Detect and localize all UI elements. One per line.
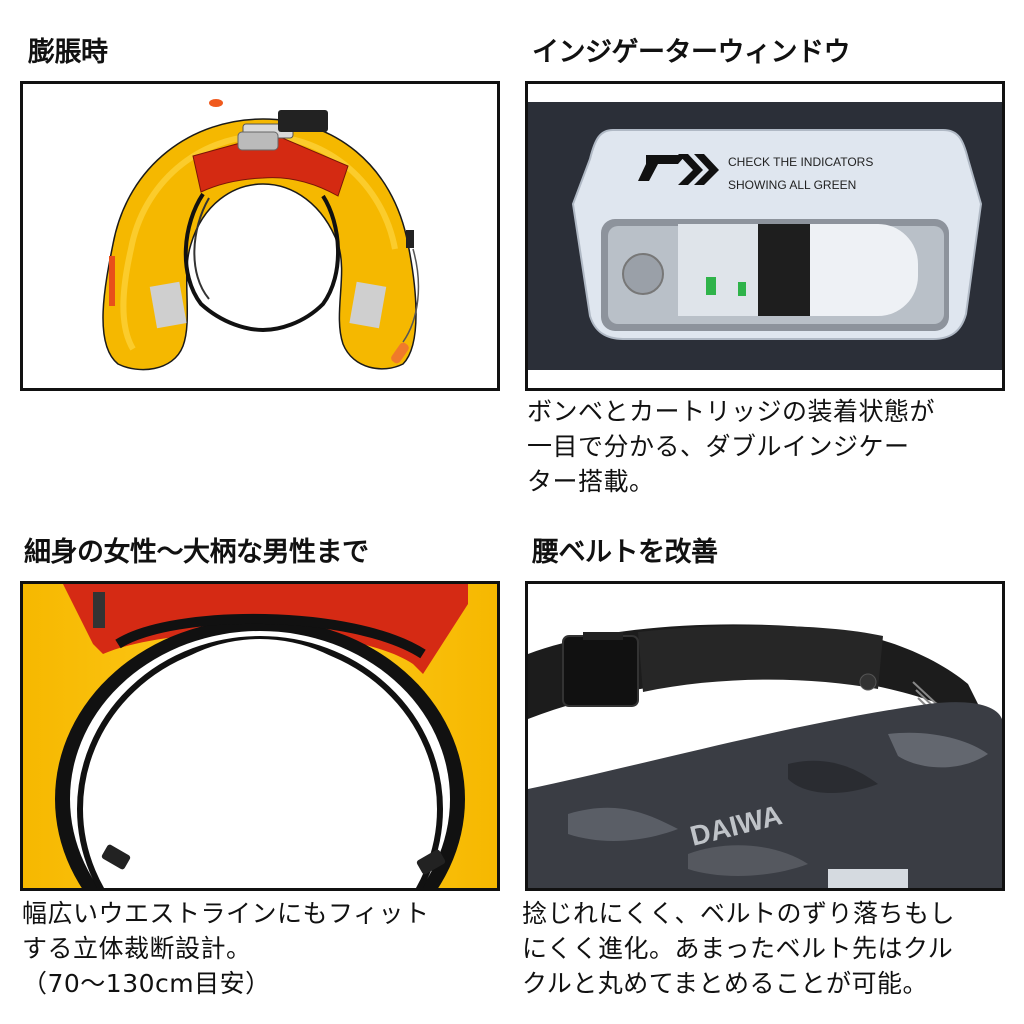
image-inflated-lifejacket <box>20 81 500 391</box>
waist-belt-caption: 捻じれにくく、ベルトのずり落ちもし にくく進化。あまったベルト先はクル クルと丸… <box>522 899 956 998</box>
panel-title-inflated: 膨脹時 <box>28 37 108 68</box>
image-waist-harness <box>20 581 500 891</box>
daiwa-d-logo-icon <box>638 154 719 185</box>
waist-harness-illustration <box>23 584 497 888</box>
image-indicator-window: CHECK THE INDICATORS SHOWING ALL GREEN <box>525 81 1005 391</box>
image-waist-belt: DAIWA <box>525 581 1005 891</box>
panel-title-indicator-window: インジゲーターウィンドウ <box>532 37 851 68</box>
panel-title-fit-range: 細身の女性～大柄な男性まで <box>24 537 369 568</box>
harness-tag <box>93 592 105 628</box>
indicator-label-line2: SHOWING ALL GREEN <box>728 178 856 192</box>
panel-title-waist-belt: 腰ベルトを改善 <box>532 537 718 568</box>
green-indicator <box>706 277 716 295</box>
indicator-window-illustration: CHECK THE INDICATORS SHOWING ALL GREEN <box>528 84 1002 388</box>
indicator-window-caption: ボンベとカートリッジの装着状態が 一目で分かる、ダブルインジケー ター搭載。 <box>527 397 936 496</box>
indicator-label-line1: CHECK THE INDICATORS <box>728 155 873 169</box>
fit-range-caption: 幅広いウエストラインにもフィット する立体裁断設計。 （70～130cm目安） <box>22 899 430 998</box>
waist-belt-illustration: DAIWA <box>528 584 1002 888</box>
lifejacket-illustration <box>23 84 497 388</box>
belt-buckle-icon <box>562 635 639 707</box>
